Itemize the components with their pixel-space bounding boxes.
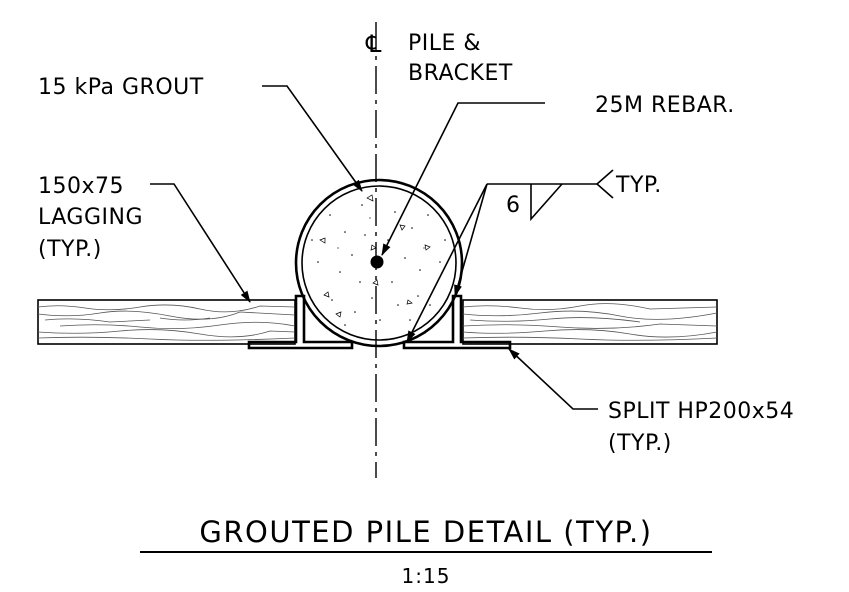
label-lagging-3: (TYP.) bbox=[38, 237, 102, 262]
label-centerline-2: BRACKET bbox=[408, 61, 513, 86]
rebar-dot bbox=[370, 255, 384, 269]
label-centerline: PILE & bbox=[408, 31, 481, 56]
label-grout: 15 kPa GROUT bbox=[38, 75, 204, 100]
leader-lagging bbox=[150, 183, 251, 303]
leader-weld bbox=[406, 169, 614, 343]
lagging-right bbox=[462, 299, 718, 345]
label-bracket-2: (TYP.) bbox=[608, 431, 672, 456]
label-lagging-2: LAGGING bbox=[38, 205, 143, 230]
pile-section bbox=[294, 178, 464, 348]
label-lagging-1: 150x75 bbox=[38, 174, 124, 199]
leader-rebar bbox=[381, 102, 545, 256]
label-weld-size: 6 bbox=[506, 193, 521, 218]
label-bracket-1: SPLIT HP200x54 bbox=[608, 399, 794, 424]
bracket-left bbox=[247, 294, 354, 350]
centerline-symbol: ℄ bbox=[365, 30, 382, 58]
label-weld-typ: TYP. bbox=[615, 173, 662, 198]
bracket-right bbox=[402, 294, 512, 350]
leader-grout bbox=[262, 85, 363, 192]
grout-hatch bbox=[311, 204, 446, 326]
lagging-left bbox=[37, 299, 296, 345]
detail-title: GROUTED PILE DETAIL (TYP.) bbox=[199, 515, 652, 549]
grout-aggregate bbox=[319, 194, 431, 318]
detail-scale: 1:15 bbox=[402, 564, 451, 588]
leader-bracket bbox=[508, 348, 598, 410]
label-rebar: 25M REBAR. bbox=[595, 93, 735, 118]
